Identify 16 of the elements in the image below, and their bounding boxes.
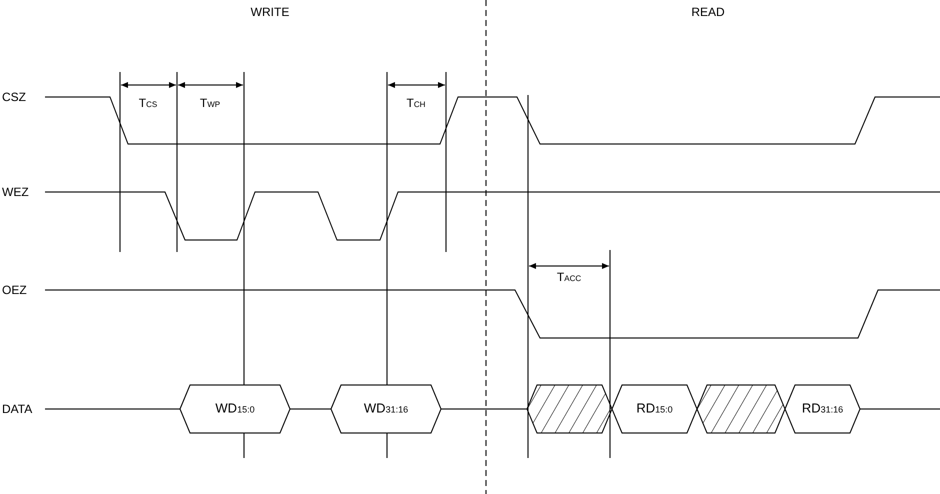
- invalid-data-cell: [697, 385, 785, 433]
- data-bus-line: [290, 408, 332, 410]
- invalid-data-cell: [527, 385, 612, 433]
- bus-cell: [331, 385, 441, 433]
- signal-name: WEZ: [2, 185, 29, 199]
- signal-name: CSZ: [2, 90, 26, 104]
- signal-name: OEZ: [2, 283, 27, 297]
- bus-cell: [180, 385, 290, 433]
- signal-name: DATA: [2, 402, 32, 416]
- data-bus-line: [860, 408, 940, 410]
- data-bus-line: [44, 408, 180, 410]
- bus-cell: [785, 385, 860, 433]
- section-heading: WRITE: [250, 5, 290, 19]
- bus-cell: [612, 385, 697, 433]
- section-heading: READ: [691, 5, 725, 19]
- data-bus-line: [440, 408, 528, 410]
